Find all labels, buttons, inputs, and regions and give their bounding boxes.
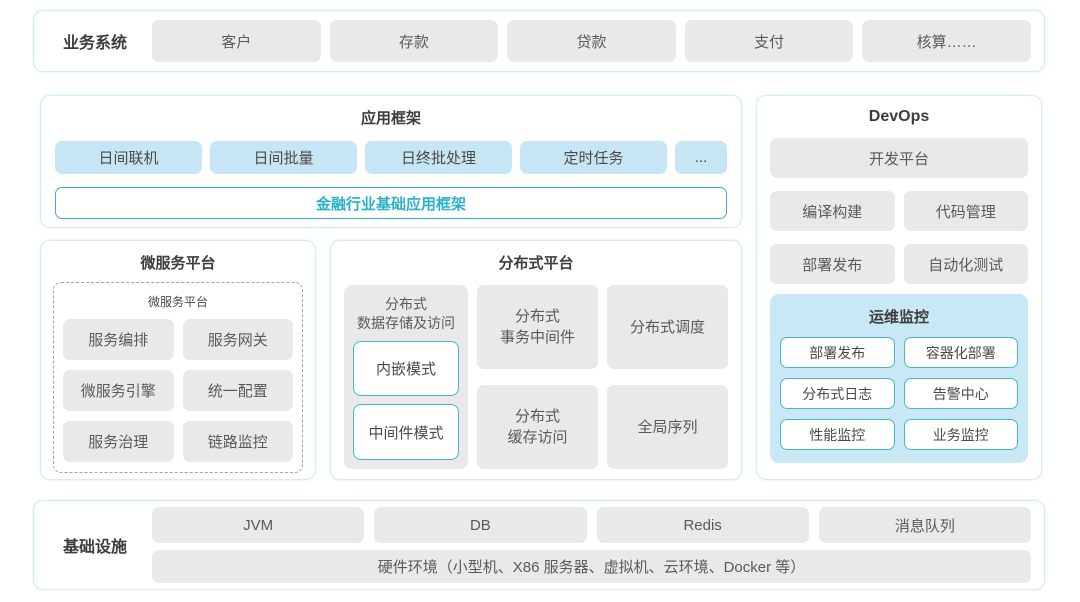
- ops-monitoring-grid: 部署发布 容器化部署 分布式日志 告警中心 性能监控 业务监控: [780, 337, 1018, 450]
- microservice-panel: 微服务平台 微服务平台 服务编排 服务网关 微服务引擎 统一配置 服务治理 链路…: [40, 240, 316, 480]
- ms-item-service-orchestration: 服务编排: [63, 319, 174, 360]
- infrastructure-panel: 基础设施 JVM DB Redis 消息队列 硬件环境（小型机、X86 服务器、…: [33, 500, 1045, 590]
- infra-hardware-env: 硬件环境（小型机、X86 服务器、虚拟机、云环境、Docker 等）: [152, 550, 1031, 583]
- monitor-item-deploy-release: 部署发布: [780, 337, 895, 368]
- ops-monitoring-title: 运维监控: [868, 309, 929, 326]
- infra-item-redis: Redis: [596, 507, 809, 543]
- af-item-daytime-batch: 日间批量: [210, 141, 357, 174]
- app-framework-panel: 应用框架 日间联机 日间批量 日终批处理 定时任务 ... 金融行业基础应用框架: [40, 95, 742, 228]
- distributed-cache-line1: 分布式: [514, 408, 560, 425]
- distributed-storage-title-line2: 数据存储及访问: [357, 314, 455, 331]
- devops-item-compile-build: 编译构建: [770, 191, 895, 231]
- business-item-customer: 客户: [152, 20, 321, 62]
- devops-item-code-management: 代码管理: [903, 191, 1028, 231]
- af-item-scheduled-task: 定时任务: [520, 141, 667, 174]
- monitor-item-business-monitoring: 业务监控: [903, 419, 1018, 450]
- ms-item-microservice-engine: 微服务引擎: [63, 370, 174, 411]
- infra-item-jvm: JVM: [152, 507, 365, 543]
- microservice-title: 微服务平台: [140, 255, 216, 272]
- infra-item-message-queue: 消息队列: [818, 507, 1031, 543]
- infra-item-db: DB: [374, 507, 587, 543]
- app-framework-title: 应用框架: [360, 110, 421, 127]
- business-systems-panel: 业务系统 客户 存款 贷款 支付 核算……: [33, 10, 1045, 72]
- distributed-panel: 分布式平台 分布式 数据存储及访问 内嵌模式 中间件模式 分布式 事务中间件 分…: [330, 240, 742, 480]
- base-framework-box: 金融行业基础应用框架: [55, 187, 727, 219]
- ms-item-service-governance: 服务治理: [63, 421, 174, 462]
- ms-item-unified-config: 统一配置: [182, 370, 293, 411]
- infrastructure-items-row: JVM DB Redis 消息队列: [152, 507, 1031, 543]
- microservice-inner-box: 微服务平台 服务编排 服务网关 微服务引擎 统一配置 服务治理 链路监控: [53, 282, 303, 473]
- af-item-more: ...: [675, 141, 727, 174]
- infrastructure-label: 基础设施: [62, 539, 127, 556]
- distributed-storage-title: 分布式 数据存储及访问: [353, 295, 459, 333]
- devops-dev-platform: 开发平台: [770, 138, 1028, 178]
- af-item-eod-batch: 日终批处理: [365, 141, 512, 174]
- business-systems-label: 业务系统: [62, 35, 127, 52]
- devops-item-automated-testing: 自动化测试: [903, 244, 1028, 284]
- distributed-sequence-box: 全局序列: [607, 385, 728, 469]
- app-framework-items-row: 日间联机 日间批量 日终批处理 定时任务 ...: [55, 141, 727, 174]
- distributed-transaction-text: 分布式 事务中间件: [500, 306, 575, 348]
- business-item-payment: 支付: [684, 20, 854, 62]
- storage-mode-embedded: 内嵌模式: [353, 340, 459, 397]
- microservice-grid: 服务编排 服务网关 微服务引擎 统一配置 服务治理 链路监控: [63, 319, 293, 462]
- infrastructure-content: JVM DB Redis 消息队列 硬件环境（小型机、X86 服务器、虚拟机、云…: [152, 507, 1031, 583]
- ms-item-trace-monitoring: 链路监控: [182, 421, 293, 462]
- monitor-item-alert-center: 告警中心: [903, 378, 1018, 409]
- ms-item-service-gateway: 服务网关: [182, 319, 293, 360]
- business-item-loan: 贷款: [507, 20, 676, 62]
- devops-item-deploy-release: 部署发布: [770, 244, 895, 284]
- distributed-transaction-box: 分布式 事务中间件: [477, 285, 598, 369]
- distributed-transaction-line1: 分布式: [514, 308, 560, 325]
- microservice-inner-title: 微服务平台: [147, 295, 208, 309]
- af-item-daytime-online: 日间联机: [55, 141, 202, 174]
- distributed-storage-box: 分布式 数据存储及访问 内嵌模式 中间件模式: [344, 285, 468, 469]
- devops-panel: DevOps 开发平台 编译构建 代码管理 部署发布 自动化测试 运维监控 部署…: [756, 95, 1042, 480]
- distributed-title: 分布式平台: [498, 255, 574, 272]
- monitor-item-performance-monitoring: 性能监控: [780, 419, 895, 450]
- storage-mode-middleware: 中间件模式: [353, 404, 459, 460]
- business-item-accounting: 核算……: [862, 20, 1031, 62]
- distributed-cache-box: 分布式 缓存访问: [477, 385, 598, 469]
- ops-monitoring-panel: 运维监控 部署发布 容器化部署 分布式日志 告警中心 性能监控 业务监控: [770, 294, 1028, 463]
- devops-title: DevOps: [868, 108, 930, 125]
- devops-grid: 编译构建 代码管理 部署发布 自动化测试: [770, 191, 1028, 284]
- distributed-grid: 分布式 数据存储及访问 内嵌模式 中间件模式 分布式 事务中间件 分布式调度 分…: [344, 285, 728, 469]
- distributed-transaction-line2: 事务中间件: [499, 329, 575, 346]
- business-item-deposit: 存款: [329, 20, 499, 62]
- monitor-item-containerized-deploy: 容器化部署: [903, 337, 1018, 368]
- distributed-storage-title-line1: 分布式: [385, 296, 427, 312]
- distributed-cache-text: 分布式 缓存访问: [507, 406, 567, 448]
- monitor-item-distributed-logging: 分布式日志: [780, 378, 895, 409]
- distributed-scheduling-box: 分布式调度: [607, 285, 728, 369]
- distributed-cache-line2: 缓存访问: [507, 429, 568, 446]
